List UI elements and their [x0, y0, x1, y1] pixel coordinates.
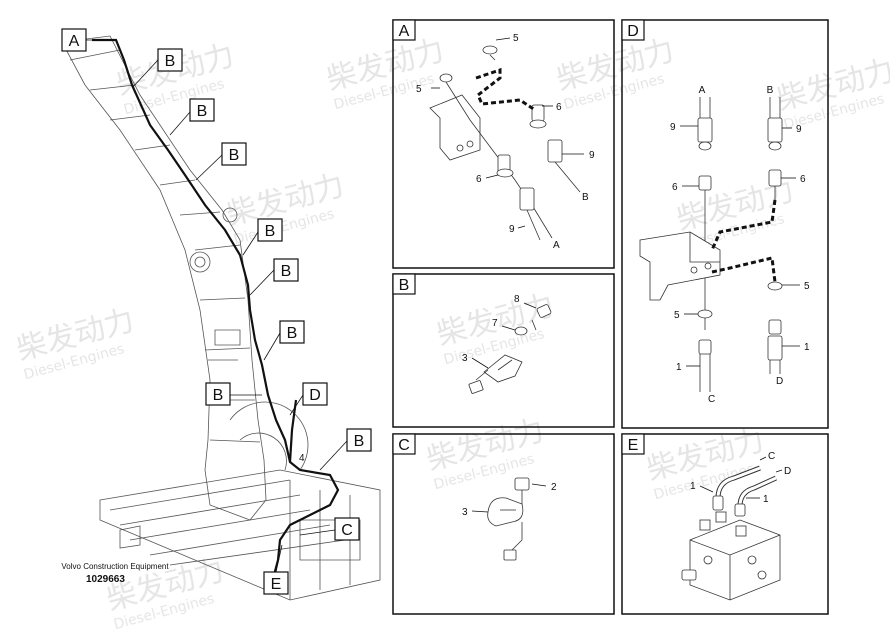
panel-b-label: 7 [492, 318, 498, 329]
panel-b-label: 3 [462, 353, 468, 364]
callout-b-label: B [213, 387, 224, 404]
panel-c-title: C [398, 437, 410, 454]
callout-c: C [334, 517, 360, 541]
panel-a-label: 5 [416, 84, 422, 95]
panel-a-title: A [399, 23, 410, 40]
panel-a-label: A [553, 240, 560, 251]
panel-d-label: B [767, 85, 774, 96]
callout-a-label: A [69, 33, 80, 50]
drawing-number: 1029663 [86, 574, 125, 585]
panel-c-label: 2 [551, 482, 557, 493]
callout-d: D [302, 382, 328, 406]
panel-a-label: 6 [556, 102, 562, 113]
callout-b-label: B [197, 103, 208, 120]
callout-e-label: E [271, 576, 282, 593]
main-callouts: A B B B B B B B [61, 28, 372, 595]
callout-leaders [86, 39, 348, 573]
drawing-caption: Volvo Construction Equipment 1029663 [60, 562, 170, 585]
panel-d-label: 9 [670, 122, 676, 133]
callout-4-label: 4 [299, 453, 305, 464]
manufacturer-label: Volvo Construction Equipment [61, 562, 169, 571]
panel-b: B 8 7 3 [392, 273, 615, 428]
panel-a-label: 5 [513, 33, 519, 44]
callout-b: B [273, 258, 299, 282]
panel-d-label: A [699, 85, 706, 96]
panel-e-title: E [628, 437, 639, 454]
panel-d-label: D [776, 376, 783, 387]
panel-a-label: B [582, 192, 589, 203]
callout-d-label: D [309, 387, 321, 404]
panel-d-label: 5 [674, 310, 680, 321]
callout-b-label: B [265, 223, 276, 240]
callout-e: E [263, 571, 289, 595]
callout-b: B [257, 218, 283, 242]
callout-b: B [279, 320, 305, 344]
panel-c-label: 3 [462, 507, 468, 518]
panel-e-label: C [768, 451, 775, 462]
panel-b-title: B [399, 277, 410, 294]
callout-c-label: C [341, 522, 353, 539]
callout-a: A [61, 28, 87, 52]
callout-b-label: B [354, 433, 365, 450]
panel-d-label: 1 [804, 342, 810, 353]
panel-d-label: 5 [804, 281, 810, 292]
callout-b-label: B [281, 263, 292, 280]
panel-a-label: 9 [589, 150, 595, 161]
panel-d-label: C [708, 394, 715, 405]
panel-d-label: 1 [676, 362, 682, 373]
panel-d-label: 6 [672, 182, 678, 193]
panel-e-label: D [784, 466, 791, 477]
callout-b: B [189, 98, 215, 122]
panel-a-label: 9 [509, 224, 515, 235]
callout-b-label: B [165, 53, 176, 70]
boom-drawing [61, 35, 381, 601]
callout-b-label: B [287, 325, 298, 342]
callout-b: B [221, 142, 247, 166]
panel-e: E C D 1 1 [621, 433, 829, 615]
panel-b-label: 8 [514, 294, 520, 305]
panel-a: A 5 [392, 19, 615, 269]
panel-d-label: 9 [796, 124, 802, 135]
callout-b-label: B [229, 147, 240, 164]
panel-e-label: 1 [763, 494, 769, 505]
panel-e-label: 1 [690, 481, 696, 492]
callout-b: B [205, 382, 231, 406]
panel-a-label: 6 [476, 174, 482, 185]
callout-b: B [346, 428, 372, 452]
panel-d: D [621, 19, 829, 429]
callout-b: B [157, 48, 183, 72]
panel-d-label: 6 [800, 174, 806, 185]
panel-d-title: D [627, 23, 639, 40]
panel-c: C 2 3 [392, 433, 615, 615]
